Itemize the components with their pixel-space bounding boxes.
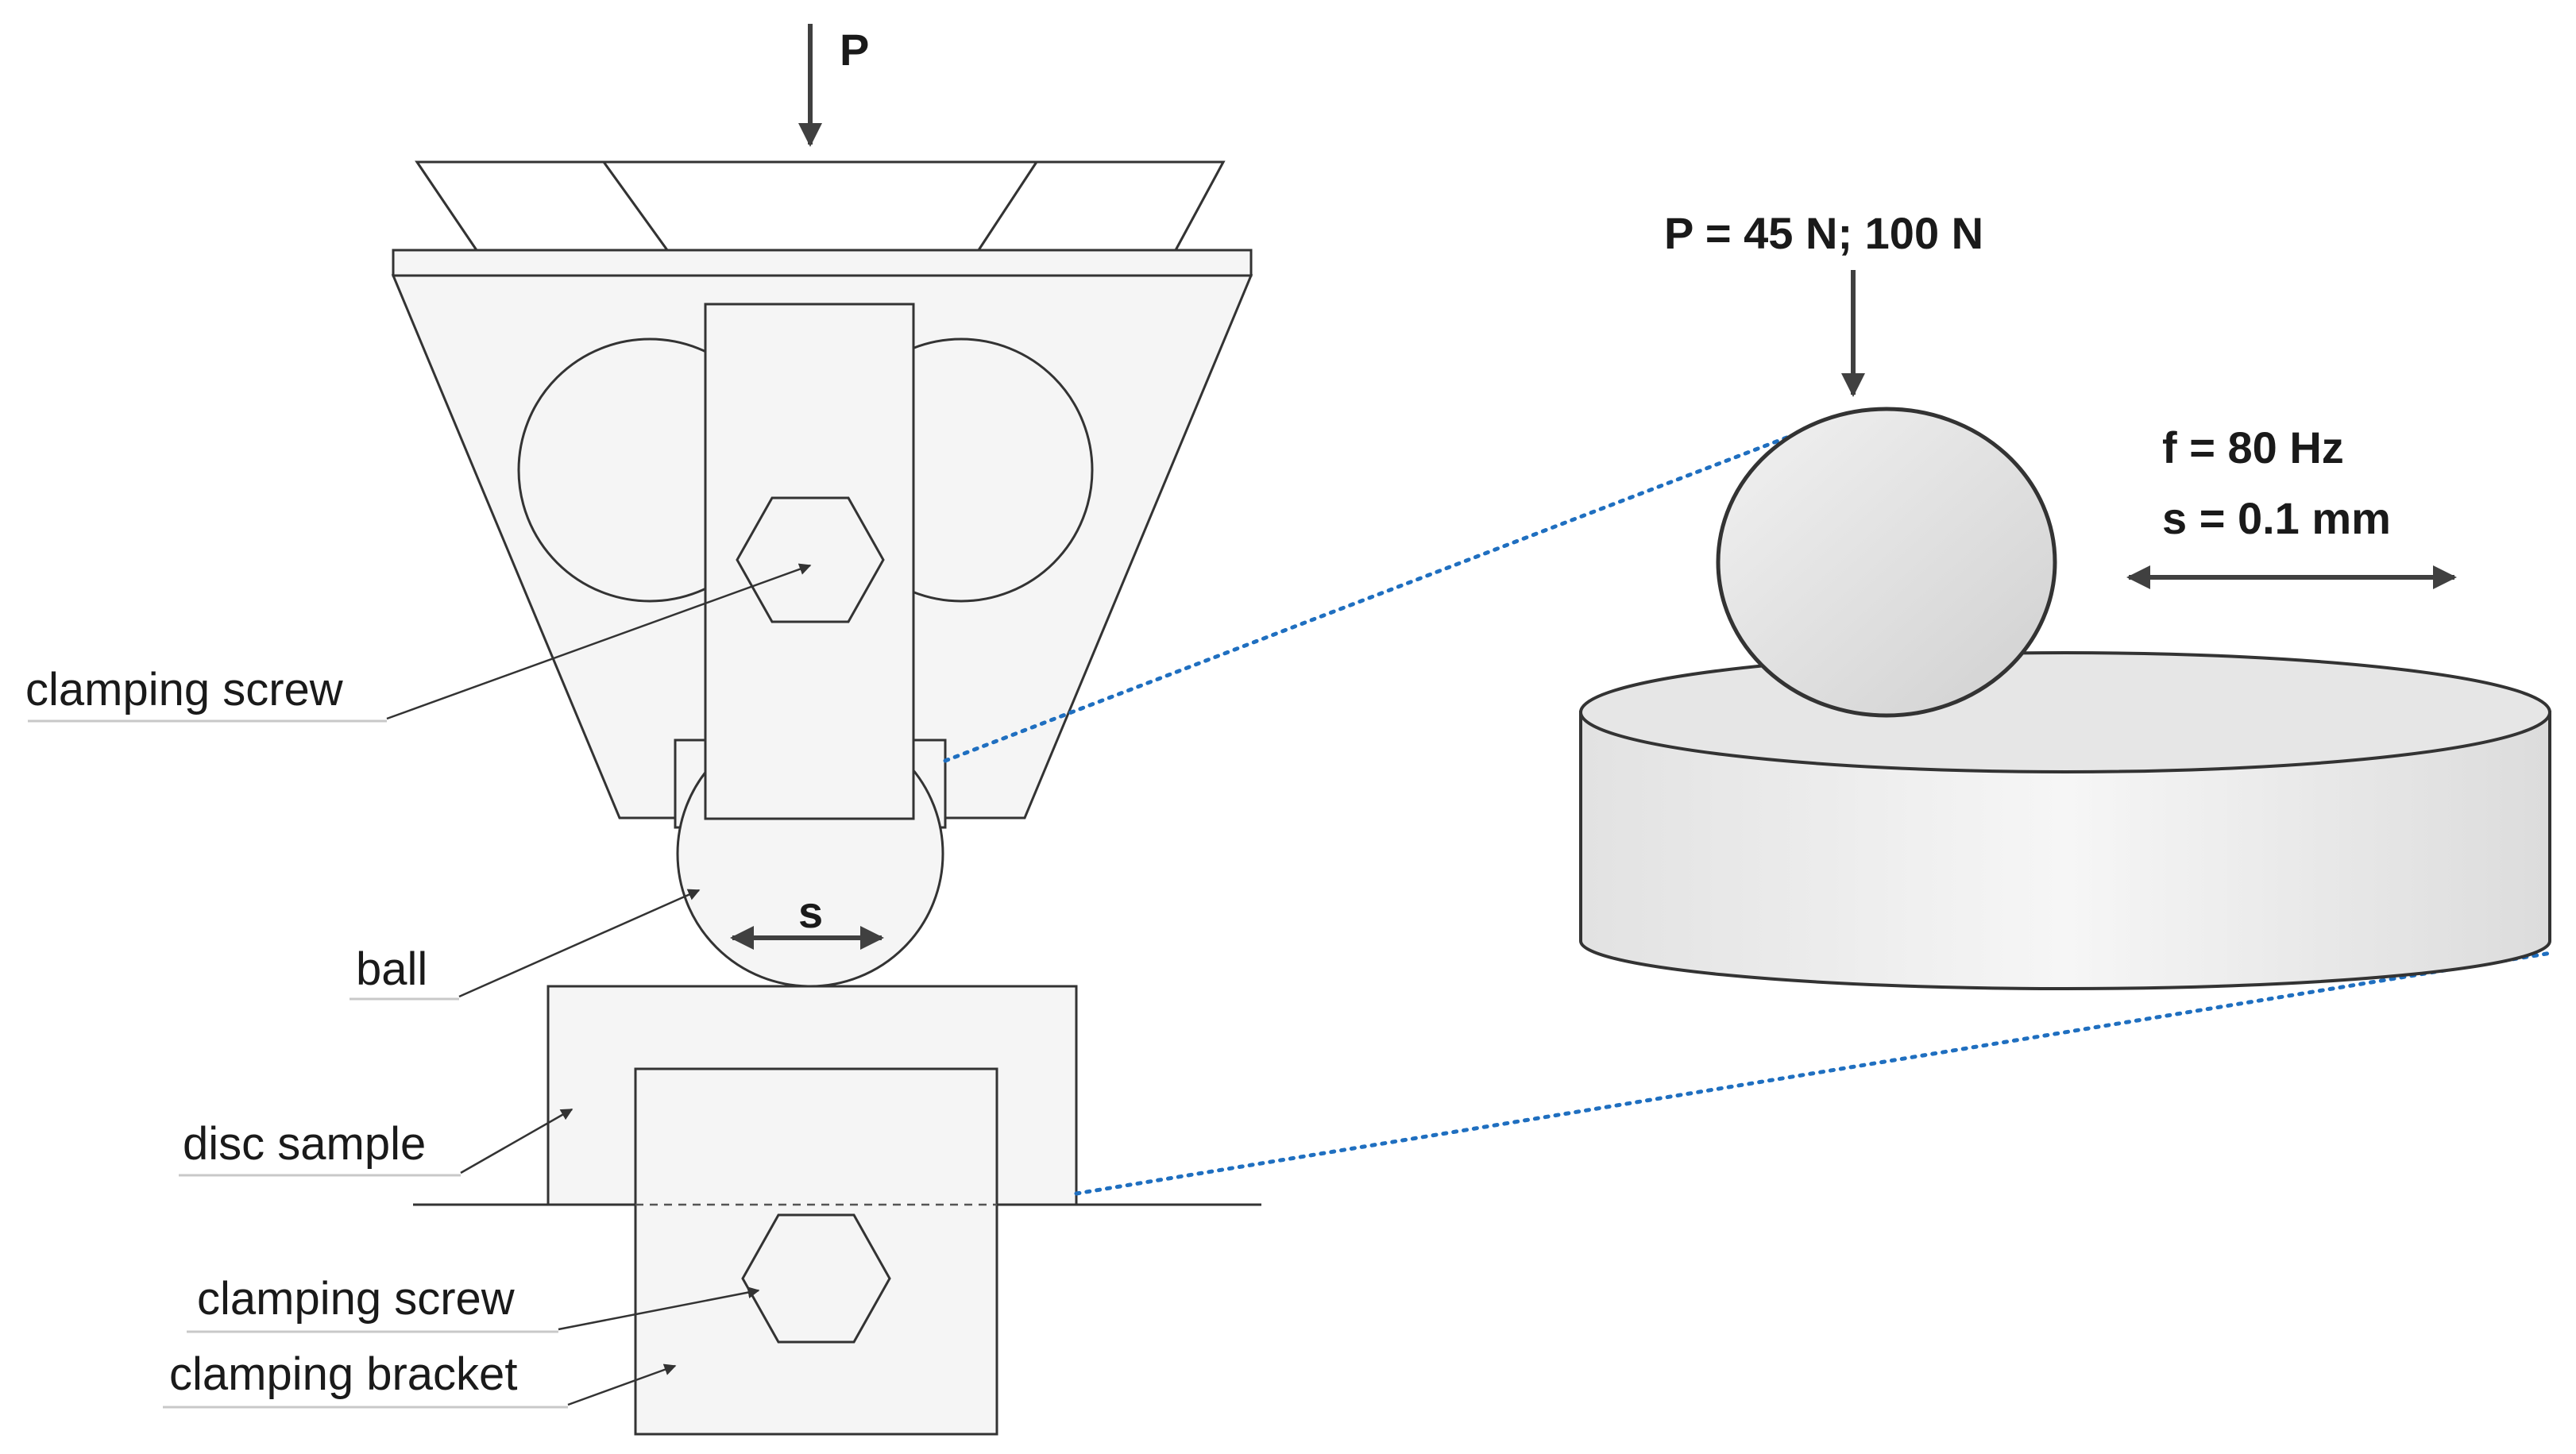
clamping-screw-bottom-hex: [741, 1213, 891, 1344]
svg-text:clamping screw: clamping screw: [197, 1273, 516, 1325]
svg-text:ball: ball: [356, 943, 427, 995]
detail-disc-top: [1579, 651, 2551, 773]
callout-ball: ball: [350, 889, 701, 1001]
clamping-screw-top-hex: [736, 496, 885, 623]
stroke-label-s: s: [798, 887, 823, 937]
detail-ball: [1716, 407, 2057, 718]
load-label-p: P: [840, 25, 869, 75]
detail-disc-side: [1579, 711, 2551, 990]
callout-disc-sample: disc sample: [179, 1108, 574, 1177]
callout-clamping-screw-bottom: clamping screw: [187, 1273, 760, 1333]
test-rig-view: P s clamping scr: [25, 24, 1261, 1436]
svg-text:disc sample: disc sample: [183, 1118, 426, 1170]
svg-text:clamping screw: clamping screw: [25, 664, 344, 715]
callout-clamping-bracket: clamping bracket: [163, 1348, 677, 1409]
callout-clamping-screw-top: clamping screw: [25, 563, 812, 723]
svg-text:clamping bracket: clamping bracket: [169, 1348, 517, 1400]
detail-load-label: P = 45 N; 100 N: [1664, 208, 1983, 258]
frequency-label: f = 80 Hz: [2162, 422, 2344, 472]
detail-link-lines: [943, 430, 2554, 1196]
contact-detail-view: P = 45 N; 100 N f = 80 Hz s = 0.1 mm: [1579, 208, 2551, 990]
detail-stroke-label: s = 0.1 mm: [2162, 493, 2391, 543]
cap-plate: [392, 249, 1253, 277]
